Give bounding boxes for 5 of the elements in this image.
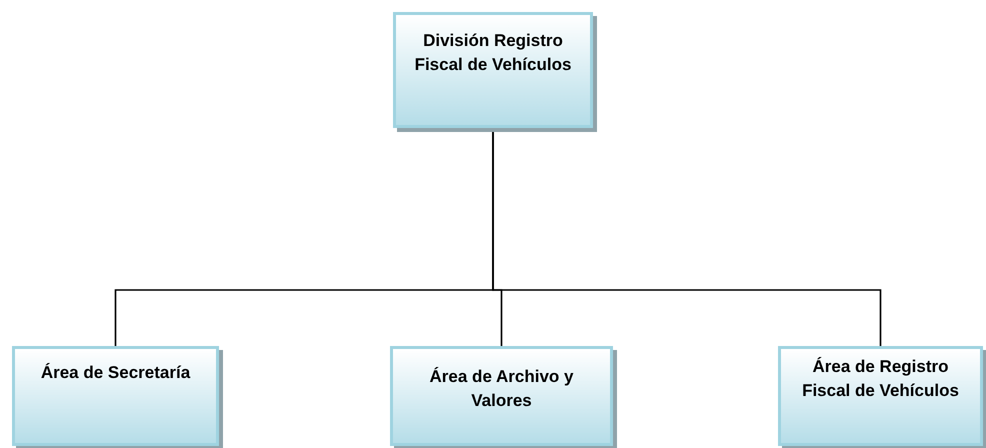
box-title: Área de Secretaría — [40, 362, 192, 384]
org-box — [778, 346, 983, 446]
box-title: Área de Registro Fiscal de Vehículos — [801, 356, 960, 402]
box-title: Área de Archivo y Valores — [428, 366, 574, 412]
box-title: División Registro Fiscal de Vehículos — [414, 30, 572, 76]
